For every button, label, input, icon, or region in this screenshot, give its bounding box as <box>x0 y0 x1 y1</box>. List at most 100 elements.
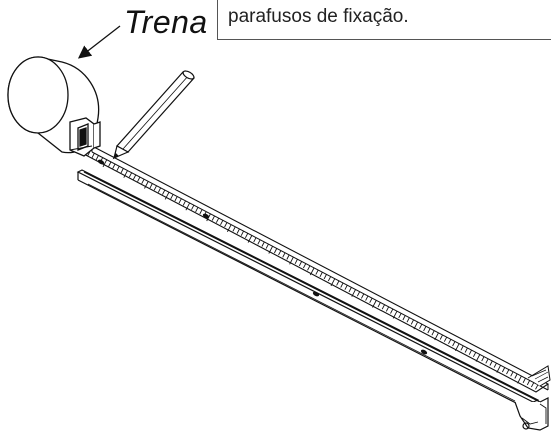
tape-minor-tick <box>273 248 278 254</box>
tape-major-tick <box>434 332 439 341</box>
tape-major-tick <box>164 192 170 200</box>
tape-major-tick <box>372 300 377 308</box>
tape-minor-tick <box>340 282 344 288</box>
tape-minor-tick <box>327 276 331 282</box>
tape-minor-tick <box>361 293 365 299</box>
tape-major-tick <box>268 246 273 254</box>
tape-minor-tick <box>298 261 302 267</box>
tape-minor-tick <box>191 205 195 210</box>
tape-minor-tick <box>294 259 298 265</box>
tape-minor-tick <box>344 285 348 290</box>
tape-minor-tick <box>431 330 435 336</box>
tape-minor-tick <box>236 228 240 234</box>
tape-minor-tick <box>153 185 157 191</box>
tape-minor-tick <box>464 347 468 353</box>
tape-major-tick <box>144 181 149 189</box>
tape-minor-tick <box>245 233 249 239</box>
tape-minor-tick <box>319 272 323 278</box>
tape-minor-tick <box>128 172 132 178</box>
tape-major-tick <box>455 343 460 352</box>
tape-minor-tick <box>526 380 530 386</box>
tape-minor-tick <box>385 306 390 312</box>
tape-minor-tick <box>514 373 518 379</box>
tape-minor-tick <box>531 382 535 388</box>
tape-minor-tick <box>120 168 124 174</box>
tape-minor-tick <box>427 328 431 334</box>
tape-minor-tick <box>452 341 456 347</box>
tape-major-tick <box>289 256 294 265</box>
tape-measure-label: Trena <box>124 4 208 40</box>
tape-minor-tick <box>224 222 228 228</box>
tape-minor-tick <box>406 317 410 323</box>
tape-minor-tick <box>178 198 182 204</box>
tape-minor-tick <box>410 319 414 325</box>
tape-measure-icon <box>7 56 101 157</box>
tape-minor-tick <box>265 243 269 249</box>
tape-major-tick <box>475 354 481 362</box>
caption-box: parafusos de fixação. <box>217 0 551 40</box>
tape-minor-tick <box>398 313 402 319</box>
tape-minor-tick <box>377 302 381 308</box>
tape-major-tick <box>330 278 336 287</box>
tape-minor-tick <box>315 269 319 275</box>
tape-minor-tick <box>133 174 137 180</box>
tape-major-tick <box>227 224 232 233</box>
tape-minor-tick <box>199 209 203 215</box>
tape-minor-tick <box>195 207 199 213</box>
tape-major-tick <box>351 289 356 297</box>
tape-minor-tick <box>282 252 286 258</box>
tape-minor-tick <box>419 324 423 329</box>
tape-minor-tick <box>220 220 224 226</box>
tape-minor-tick <box>473 352 477 358</box>
tape-minor-tick <box>278 250 282 256</box>
tape-minor-tick <box>215 217 220 223</box>
tape-minor-tick <box>253 237 257 243</box>
tape-major-tick <box>413 321 418 330</box>
tape-minor-tick <box>137 176 141 182</box>
tape-minor-tick <box>535 384 539 390</box>
tape-major-tick <box>123 170 128 178</box>
tape-minor-tick <box>510 371 514 377</box>
tape-minor-tick <box>162 189 166 195</box>
tape-minor-tick <box>174 196 178 202</box>
tape-minor-tick <box>303 263 307 269</box>
tape-minor-tick <box>95 155 99 161</box>
tape-minor-tick <box>323 274 327 280</box>
tape-minor-tick <box>91 153 95 159</box>
tape-major-tick <box>247 235 253 243</box>
tape-minor-tick <box>232 226 236 232</box>
tape-minor-tick <box>157 187 162 193</box>
tape-minor-tick <box>348 287 352 293</box>
tape-minor-tick <box>522 378 526 384</box>
tape-minor-tick <box>170 194 174 200</box>
tape-minor-tick <box>116 166 120 171</box>
caption-text: parafusos de fixação. <box>228 6 409 27</box>
tape-blade <box>78 145 551 393</box>
tape-minor-tick <box>149 183 153 189</box>
tape-minor-tick <box>261 241 265 247</box>
tape-minor-tick <box>439 334 443 340</box>
tape-minor-tick <box>336 280 340 286</box>
tape-major-tick <box>102 159 108 168</box>
tape-minor-tick <box>493 362 497 368</box>
tape-minor-tick <box>365 295 369 301</box>
tape-major-tick <box>392 311 398 319</box>
tape-minor-tick <box>390 308 394 314</box>
tape-minor-tick <box>489 360 493 366</box>
tape-minor-tick <box>182 200 186 206</box>
tape-minor-tick <box>356 291 360 297</box>
tape-major-tick <box>517 375 522 384</box>
tape-minor-tick <box>448 339 452 345</box>
tape-minor-tick <box>240 230 244 236</box>
tape-major-tick <box>309 267 315 276</box>
tape-minor-tick <box>112 163 116 169</box>
tape-minor-tick <box>468 349 472 355</box>
pencil-icon <box>112 70 195 160</box>
tape-minor-tick <box>108 161 112 167</box>
tape-minor-tick <box>506 369 510 375</box>
tape-minor-tick <box>381 304 385 310</box>
tape-minor-tick <box>141 179 145 184</box>
tape-minor-tick <box>369 298 373 303</box>
